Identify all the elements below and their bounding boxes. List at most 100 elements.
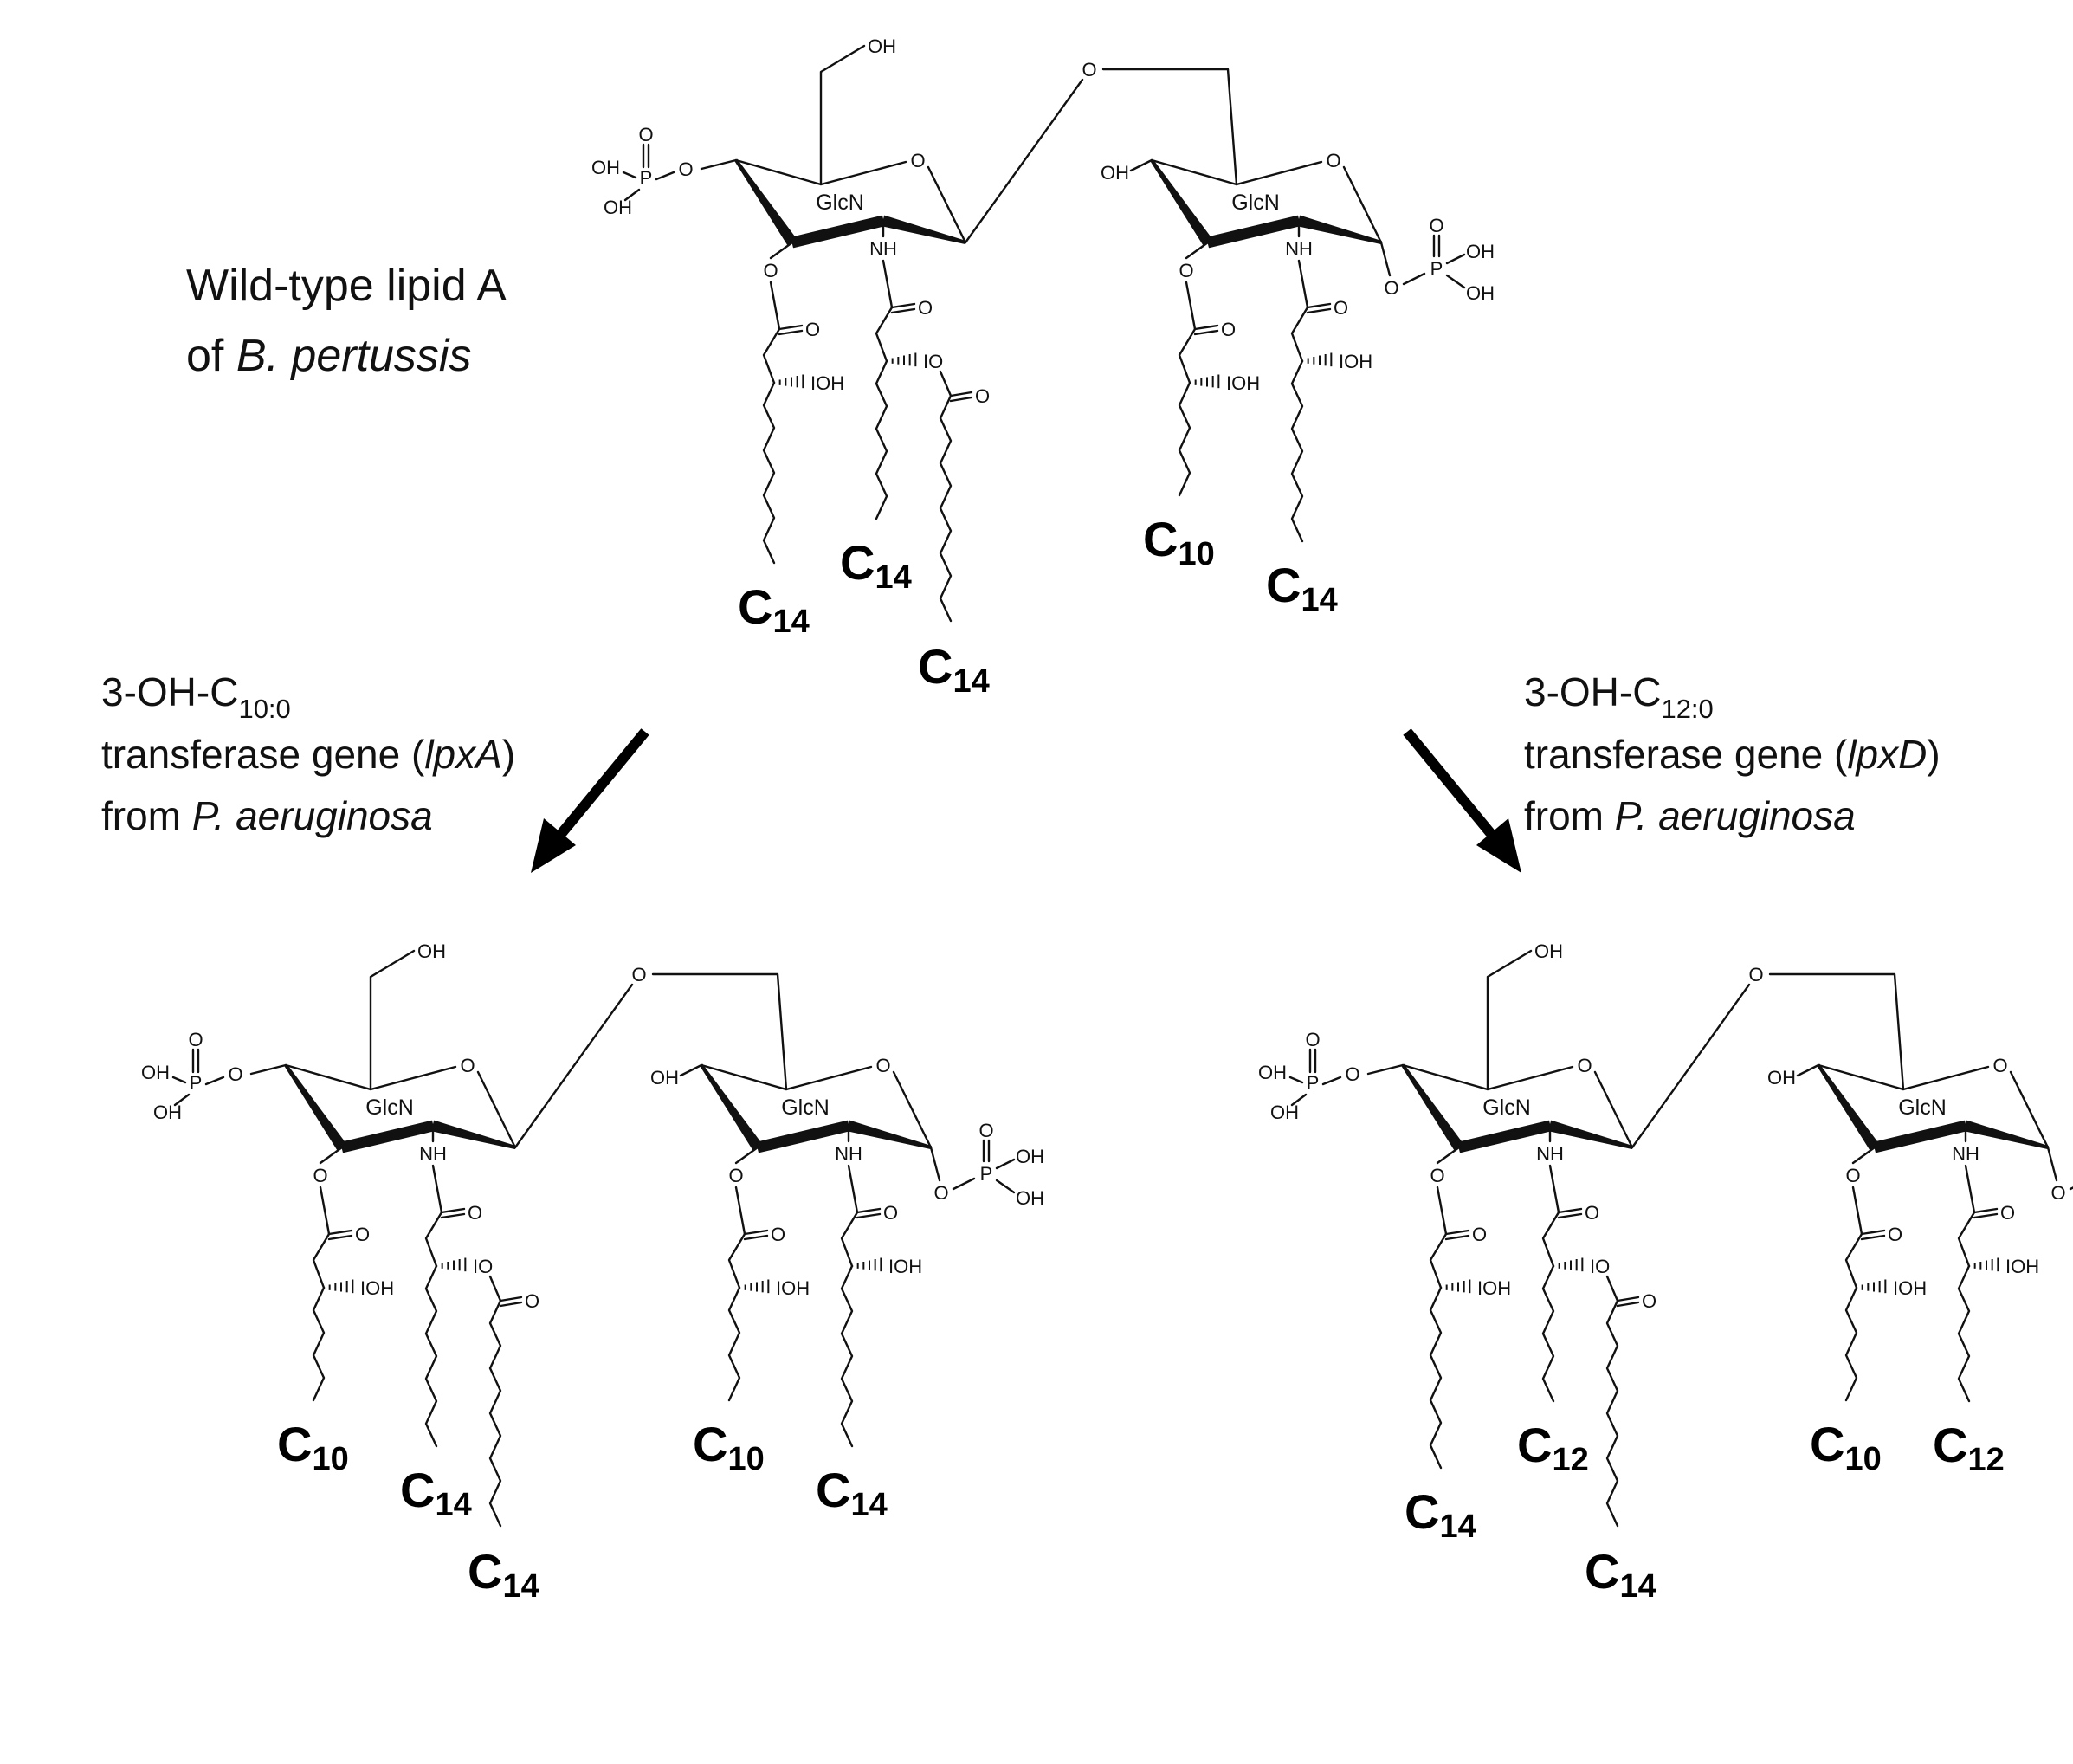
ester-oxygen: O <box>728 1165 743 1186</box>
lpxa-note-line2: transferase gene (lpxA) <box>101 732 515 777</box>
phosphoryl-oxygen-4: O <box>1305 1029 1320 1050</box>
phosphorus-4: P <box>190 1072 203 1094</box>
lpxa-note-line3: from P. aeruginosa <box>101 793 433 838</box>
beta-hydroxyl: IOH <box>776 1277 810 1299</box>
carbonyl-oxygen: O <box>2000 1202 2015 1224</box>
chain-2-label-secondary: C14 <box>918 639 990 700</box>
chain-3p-label: C10 <box>693 1417 765 1477</box>
ring-oxygen: O <box>1326 150 1340 171</box>
chain-2p-label: C12 <box>1933 1418 2005 1478</box>
phosphoryl-oxygen-4: O <box>638 124 653 145</box>
chain-2-label-chain: NH O IO C14 O C14 <box>840 219 990 700</box>
ester-oxygen: O <box>1179 260 1193 281</box>
phosphate-oxygen-1: O <box>1384 277 1398 299</box>
secondary-carbonyl-oxygen: O <box>525 1290 539 1312</box>
arrow-to-lpxd-mutant <box>1403 728 1521 873</box>
chain-3p-label: C10 <box>1143 512 1215 572</box>
wild-type-lipid-a: OGlcNOGlcNOHOOPOOHOHOHOPOOHOHOOIOHC14NHO… <box>591 36 1495 700</box>
carbonyl-oxygen: O <box>1221 319 1236 340</box>
ring-label: GlcN <box>1482 1095 1531 1120</box>
ring-oxygen: O <box>910 150 925 171</box>
phosphate-hydroxyl-4b: OH <box>153 1102 182 1123</box>
lpxd-mutant-lipid-a: OGlcNOGlcNOHOOPOOHOHOHOPOOHOHOOIOHC14NHO… <box>1258 940 2073 1605</box>
arrow-to-lpxa-mutant <box>531 728 649 873</box>
acyloxy-oxygen: IO <box>473 1256 493 1277</box>
amide-nitrogen: NH <box>1285 238 1313 260</box>
chain-2p-label-chain: NH O IOH C14 <box>1266 219 1372 618</box>
ester-oxygen: O <box>763 260 778 281</box>
phosphorus-4: P <box>1307 1072 1320 1094</box>
phosphorus-4: P <box>640 167 653 189</box>
chain-3-label: C14 <box>1405 1484 1476 1545</box>
lpxd-note-line2: transferase gene (lpxD) <box>1524 732 1941 777</box>
beta-hydroxyl: IOH <box>1339 351 1372 372</box>
phosphate-hydroxyl-4b: OH <box>1270 1102 1299 1123</box>
glycosidic-oxygen: O <box>631 964 646 985</box>
acyloxy-oxygen: IO <box>923 351 943 372</box>
beta-hydroxyl: IOH <box>1477 1277 1511 1299</box>
carbonyl-oxygen: O <box>918 297 933 319</box>
lpxd-note-line3: from P. aeruginosa <box>1524 793 1856 838</box>
acyloxy-oxygen: IO <box>1590 1256 1610 1277</box>
ring-oxygen: O <box>460 1055 475 1076</box>
c6-hydroxyl: OH <box>868 36 896 57</box>
glcn-ring-a: O GlcN <box>1401 1055 1634 1153</box>
chain-3-label: C10 <box>277 1417 349 1477</box>
title-line1: Wild-type lipid A <box>186 261 507 311</box>
secondary-carbonyl-oxygen: O <box>1642 1290 1656 1312</box>
phosphate-hydroxyl-1b: OH <box>1016 1187 1044 1209</box>
chain-2p-label: C14 <box>1266 558 1338 618</box>
beta-hydroxyl: IOH <box>2005 1256 2039 1277</box>
ester-oxygen: O <box>1430 1165 1444 1186</box>
phosphate-oxygen-4: O <box>1345 1063 1359 1085</box>
carbonyl-oxygen: O <box>1585 1202 1599 1224</box>
phosphate-hydroxyl-4a: OH <box>1258 1062 1287 1083</box>
ring-oxygen: O <box>1992 1055 2007 1076</box>
lpxa-mutation-note: 3-OH-C10:0 transferase gene (lpxA) from … <box>101 669 515 838</box>
lpxa-note-line1: 3-OH-C10:0 <box>101 669 291 724</box>
lpxd-note-line1: 3-OH-C12:0 <box>1524 669 1714 724</box>
carbonyl-oxygen: O <box>355 1224 370 1245</box>
chain-3-label-chain: O O IOH C10 <box>277 1146 394 1477</box>
amide-nitrogen: NH <box>1952 1143 1979 1165</box>
carbonyl-oxygen: O <box>1888 1224 1902 1245</box>
ring-oxygen: O <box>875 1055 890 1076</box>
ester-oxygen: O <box>313 1165 327 1186</box>
glcn-ring-b: O GlcN <box>1150 150 1383 249</box>
chain-3p-label-chain: O O IOH C10 <box>1143 241 1260 572</box>
secondary-carbonyl-oxygen: O <box>975 385 990 407</box>
phosphorus-1: P <box>980 1163 993 1185</box>
phosphate-oxygen-1: O <box>933 1182 948 1204</box>
ring-oxygen: O <box>1577 1055 1592 1076</box>
phosphate-hydroxyl-1b: OH <box>1466 282 1495 304</box>
phosphate-oxygen-1: O <box>2050 1182 2065 1204</box>
ring-label: GlcN <box>1231 191 1280 215</box>
chain-2-label: C12 <box>1517 1418 1589 1478</box>
chain-2-label: C14 <box>840 535 912 596</box>
wild-type-title: Wild-type lipid A of B. pertussis <box>186 261 507 381</box>
chain-3p-label: C10 <box>1810 1417 1882 1477</box>
c6-hydroxyl: OH <box>1534 940 1563 962</box>
beta-hydroxyl: IOH <box>1226 372 1260 394</box>
ring-b-hydroxyl: OH <box>1767 1067 1796 1089</box>
glycosidic-oxygen: O <box>1748 964 1763 985</box>
chain-2p-label-chain: NH O IOH C12 <box>1933 1124 2039 1478</box>
beta-hydroxyl: IOH <box>1893 1277 1927 1299</box>
amide-nitrogen: NH <box>869 238 897 260</box>
carbonyl-oxygen: O <box>468 1202 482 1224</box>
phosphate-hydroxyl-4a: OH <box>141 1062 170 1083</box>
carbonyl-oxygen: O <box>1334 297 1348 319</box>
beta-hydroxyl: IOH <box>360 1277 394 1299</box>
ring-b-hydroxyl: OH <box>650 1067 679 1089</box>
phosphate-hydroxyl-4a: OH <box>591 157 620 178</box>
phosphoryl-oxygen-1: O <box>1429 215 1443 236</box>
